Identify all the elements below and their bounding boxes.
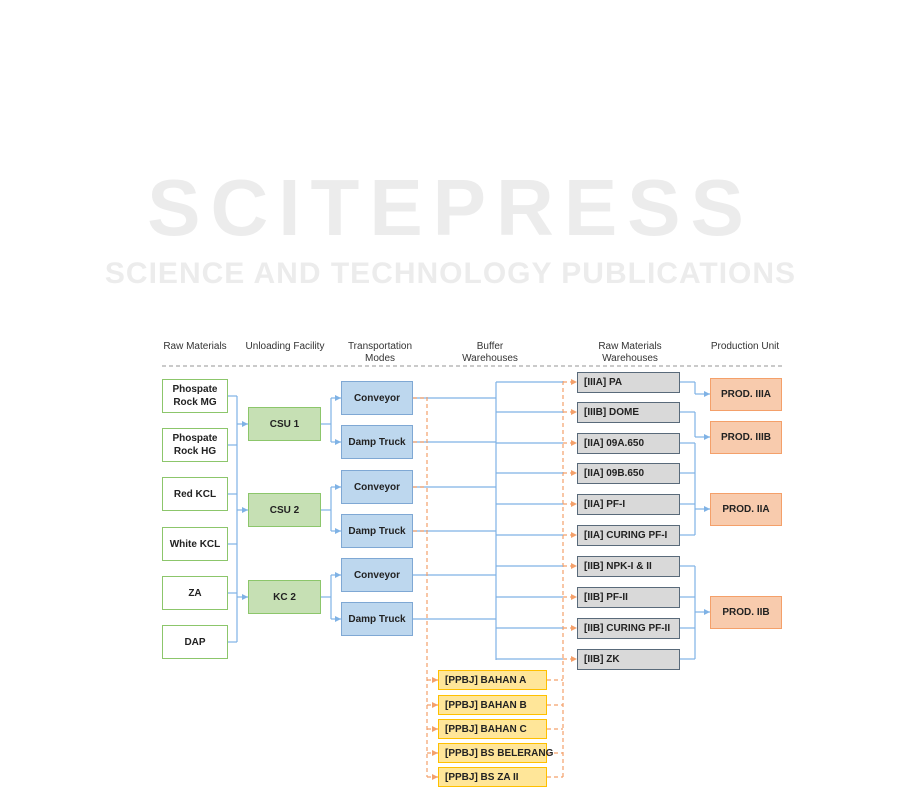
arrow-icon	[704, 434, 710, 440]
transport-mode-box[interactable]: Damp Truck	[341, 514, 413, 548]
production-unit-box[interactable]: PROD. IIIA	[710, 378, 782, 411]
unloading-facility-box[interactable]: KC 2	[248, 580, 321, 614]
raw-material-box[interactable]: Phospate Rock MG	[162, 379, 228, 413]
ppbj-buffer-box[interactable]: [PPBJ] BAHAN C	[438, 719, 547, 739]
transport-mode-box[interactable]: Damp Truck	[341, 602, 413, 636]
arrow-icon	[242, 507, 248, 513]
arrow-icon	[571, 470, 577, 476]
production-unit-box[interactable]: PROD. IIB	[710, 596, 782, 629]
arrow-icon	[432, 726, 438, 732]
ppbj-buffer-box[interactable]: [PPBJ] BS ZA II	[438, 767, 547, 787]
header-transport: Transportation Modes	[347, 341, 413, 364]
ppbj-buffer-box[interactable]: [PPBJ] BAHAN B	[438, 695, 547, 715]
arrow-icon	[335, 572, 341, 578]
arrow-icon	[432, 702, 438, 708]
transport-mode-box[interactable]: Conveyor	[341, 558, 413, 592]
ppbj-buffer-box[interactable]: [PPBJ] BS BELERANG	[438, 743, 553, 763]
arrow-icon	[571, 501, 577, 507]
rm-warehouse-box[interactable]: [IIIB] DOME	[577, 402, 680, 423]
unloading-facility-box[interactable]: CSU 1	[248, 407, 321, 441]
raw-material-box[interactable]: Phospate Rock HG	[162, 428, 228, 462]
rm-warehouse-box[interactable]: [IIB] CURING PF-II	[577, 618, 680, 639]
rm-warehouse-box[interactable]: [IIA] CURING PF-I	[577, 525, 680, 546]
arrow-icon	[335, 616, 341, 622]
arrow-icon	[704, 506, 710, 512]
watermark-subtitle: SCIENCE AND TECHNOLOGY PUBLICATIONS	[104, 257, 797, 290]
raw-material-box[interactable]: Red KCL	[162, 477, 228, 511]
arrow-icon	[335, 439, 341, 445]
arrow-icon	[571, 409, 577, 415]
arrow-icon	[571, 563, 577, 569]
raw-material-box[interactable]: White KCL	[162, 527, 228, 561]
arrow-icon	[242, 594, 248, 600]
header-raw-materials: Raw Materials	[163, 341, 227, 352]
arrow-icon	[571, 656, 577, 662]
rm-warehouse-box[interactable]: [IIA] 09B.650	[577, 463, 680, 484]
arrow-icon	[571, 594, 577, 600]
rm-warehouse-box[interactable]: [IIA] 09A.650	[577, 433, 680, 454]
arrow-icon	[432, 750, 438, 756]
arrow-icon	[432, 774, 438, 780]
production-unit-box[interactable]: PROD. IIA	[710, 493, 782, 526]
arrow-icon	[432, 677, 438, 683]
header-rm-warehouses: Raw Materials Warehouses	[598, 341, 662, 364]
header-production: Production Unit	[710, 341, 780, 352]
transport-mode-box[interactable]: Conveyor	[341, 381, 413, 415]
rm-warehouse-box[interactable]: [IIB] PF-II	[577, 587, 680, 608]
arrow-icon	[335, 528, 341, 534]
transport-mode-box[interactable]: Conveyor	[341, 470, 413, 504]
header-unloading: Unloading Facility	[245, 341, 325, 352]
watermark-logo: SCITEPRESS	[147, 163, 754, 252]
rm-warehouse-box[interactable]: [IIB] NPK-I & II	[577, 556, 680, 577]
rm-warehouse-box[interactable]: [IIIA] PA	[577, 372, 680, 393]
transport-mode-box[interactable]: Damp Truck	[341, 425, 413, 459]
arrow-icon	[242, 421, 248, 427]
header-buffer: Buffer Warehouses	[462, 341, 518, 364]
arrow-icon	[571, 440, 577, 446]
arrow-icon	[571, 625, 577, 631]
production-unit-box[interactable]: PROD. IIIB	[710, 421, 782, 454]
arrow-icon	[704, 391, 710, 397]
unloading-facility-box[interactable]: CSU 2	[248, 493, 321, 527]
arrow-icon	[704, 609, 710, 615]
arrow-icon	[335, 484, 341, 490]
arrow-icon	[571, 532, 577, 538]
ppbj-buffer-box[interactable]: [PPBJ] BAHAN A	[438, 670, 547, 690]
rm-warehouse-box[interactable]: [IIB] ZK	[577, 649, 680, 670]
raw-material-box[interactable]: DAP	[162, 625, 228, 659]
rm-warehouse-box[interactable]: [IIA] PF-I	[577, 494, 680, 515]
raw-material-box[interactable]: ZA	[162, 576, 228, 610]
arrow-icon	[571, 379, 577, 385]
arrow-icon	[335, 395, 341, 401]
